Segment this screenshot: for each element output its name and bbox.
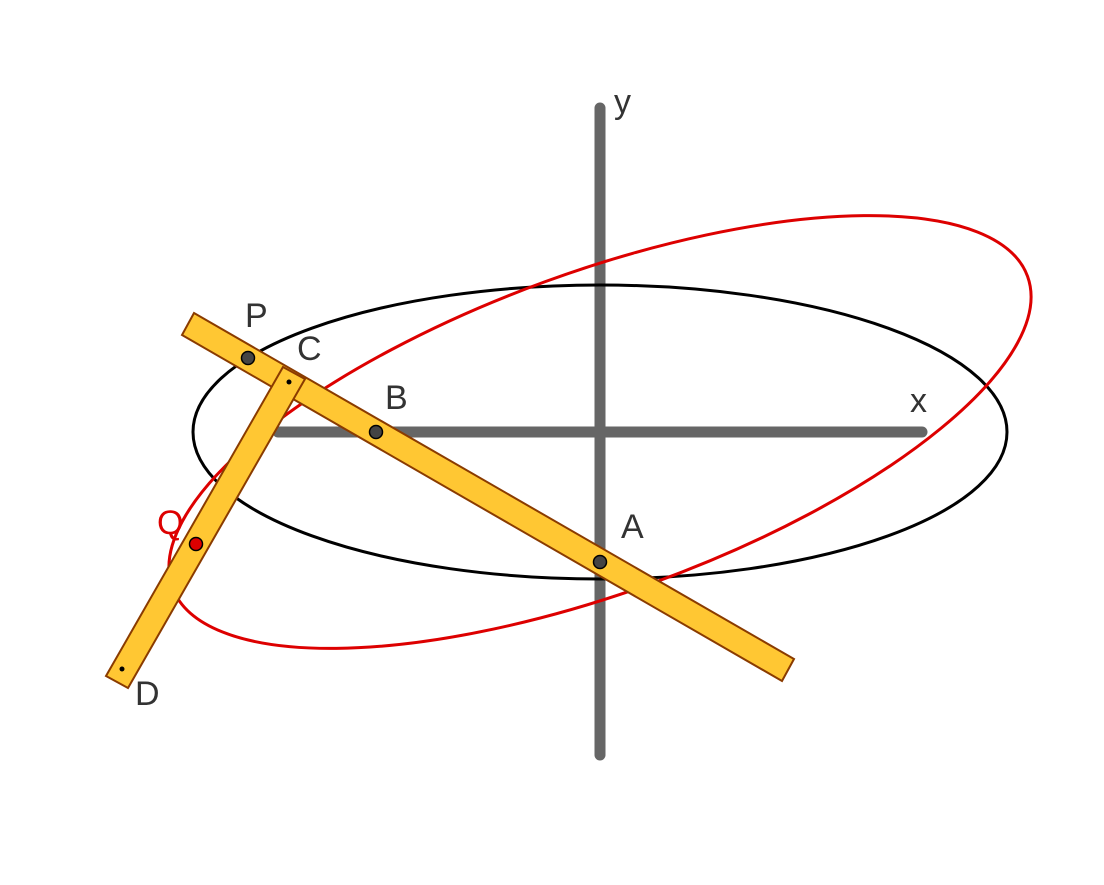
label-y: y <box>614 83 631 121</box>
label-B: B <box>385 379 408 417</box>
label-P: P <box>245 297 268 335</box>
label-C: C <box>297 330 322 368</box>
label-A: A <box>621 508 644 546</box>
black-ellipse <box>191 283 1009 581</box>
pivot-C <box>286 379 292 385</box>
short-ruler <box>104 365 307 690</box>
label-Q: Q <box>157 504 183 542</box>
label-x: x <box>910 382 927 420</box>
point-B <box>368 424 384 440</box>
point-P <box>240 350 256 366</box>
long-ruler <box>180 311 796 683</box>
label-D: D <box>135 675 160 713</box>
point-Q <box>188 536 204 552</box>
point-A <box>592 554 608 570</box>
pivot-D <box>119 666 125 672</box>
